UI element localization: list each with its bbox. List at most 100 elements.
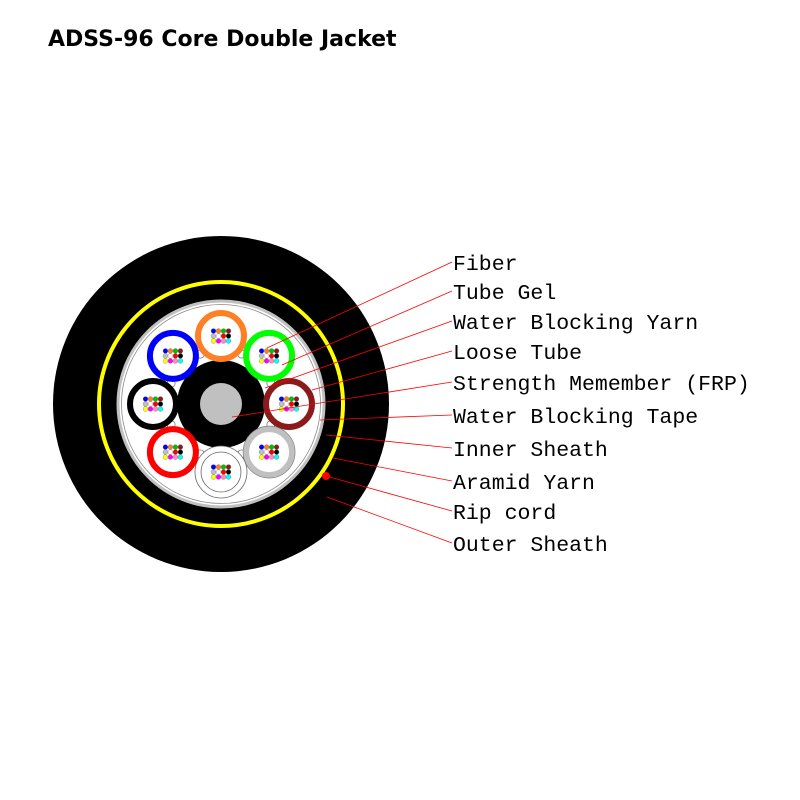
fiber: [283, 401, 290, 407]
fiber: [225, 338, 232, 344]
fiber: [167, 348, 173, 354]
leader-line: [325, 475, 453, 512]
leader-line: [326, 496, 453, 544]
fiber: [283, 396, 290, 402]
fiber: [274, 348, 280, 354]
fiber: [162, 348, 168, 354]
fiber: [259, 449, 265, 455]
fiber: [172, 449, 178, 455]
fiber: [177, 358, 183, 364]
label-tube-gel: Tube Gel: [453, 282, 556, 306]
fiber: [215, 333, 222, 339]
fiber: [210, 328, 217, 334]
fiber: [274, 454, 280, 460]
loose-tube-edge: [242, 425, 296, 479]
loose-tube: [194, 445, 248, 499]
inner-sheath-edge: [121, 304, 321, 504]
fiber: [259, 348, 265, 354]
fiber: [215, 328, 222, 334]
label-inner-sheath: Inner Sheath: [453, 439, 608, 463]
loose-tube: [243, 329, 296, 382]
label-aramid-yarn: Aramid Yarn: [453, 472, 595, 496]
fiber: [278, 396, 285, 402]
fiber: [210, 474, 217, 480]
fiber: [177, 444, 183, 450]
fiber: [225, 474, 232, 480]
fiber: [220, 333, 227, 339]
fiber: [225, 328, 232, 334]
leader-line: [266, 261, 453, 349]
fiber: [177, 353, 183, 359]
loose-tube: [127, 378, 179, 430]
fiber: [225, 469, 232, 475]
fiber: [288, 401, 295, 407]
fiber: [157, 396, 164, 402]
fiber: [177, 449, 183, 455]
fiber: [220, 338, 227, 344]
loose-tube: [242, 425, 296, 479]
fiber: [215, 464, 222, 470]
fiber: [172, 353, 178, 359]
label-water-blocking-yarn: Water Blocking Yarn: [453, 312, 698, 336]
fiber: [210, 464, 217, 470]
fiber: [269, 454, 275, 460]
fiber: [274, 353, 280, 359]
fiber: [225, 464, 232, 470]
leader-line: [332, 457, 453, 482]
fiber: [147, 406, 154, 412]
fiber: [220, 328, 227, 334]
fiber: [152, 401, 159, 407]
fiber: [162, 454, 168, 460]
fiber: [210, 333, 217, 339]
fiber: [162, 358, 168, 364]
fiber: [274, 449, 280, 455]
fiber: [210, 338, 217, 344]
fiber: [274, 358, 280, 364]
loose-tube: [195, 310, 247, 362]
fiber: [269, 444, 275, 450]
fiber: [177, 348, 183, 354]
leader-line: [264, 320, 453, 389]
label-fiber: Fiber: [453, 253, 518, 277]
loose-tube: [146, 329, 199, 382]
fiber: [172, 348, 178, 354]
fiber: [225, 333, 232, 339]
fiber: [142, 406, 149, 412]
fiber: [264, 358, 270, 364]
fiber: [278, 401, 285, 407]
label-water-blocking-tape: Water Blocking Tape: [453, 406, 698, 430]
fiber: [264, 454, 270, 460]
fiber: [142, 401, 149, 407]
fiber: [167, 358, 173, 364]
fiber: [220, 469, 227, 475]
fiber: [152, 406, 159, 412]
fiber: [259, 444, 265, 450]
fiber: [269, 353, 275, 359]
fiber: [162, 449, 168, 455]
fiber: [264, 348, 270, 354]
fiber: [288, 396, 295, 402]
fiber: [274, 444, 280, 450]
fiber: [215, 338, 222, 344]
leader-line: [231, 381, 453, 418]
fiber: [293, 401, 300, 407]
leader-line: [311, 350, 453, 391]
fiber: [269, 449, 275, 455]
fiber: [220, 474, 227, 480]
fiber: [167, 454, 173, 460]
leader-line: [281, 290, 453, 366]
fiber: [259, 358, 265, 364]
fiber: [142, 396, 149, 402]
strength-member-frp: [200, 383, 242, 425]
fiber: [147, 401, 154, 407]
fiber: [157, 406, 164, 412]
fiber: [264, 449, 270, 455]
fiber: [215, 474, 222, 480]
label-strength-memember-frp: Strength Memember (FRP): [453, 373, 750, 397]
leader-line: [325, 434, 453, 449]
fiber: [215, 469, 222, 475]
fiber: [269, 358, 275, 364]
label-outer-sheath: Outer Sheath: [453, 534, 608, 558]
fiber: [220, 464, 227, 470]
fiber: [162, 353, 168, 359]
